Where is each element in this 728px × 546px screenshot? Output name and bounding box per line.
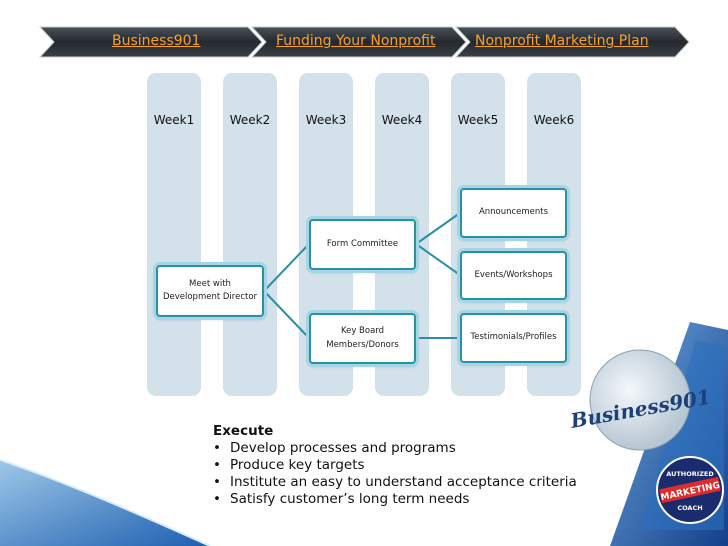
execute-item: Satisfy customer’s long term needs	[213, 491, 577, 508]
blue-swoosh-decoration	[0, 459, 210, 546]
box-form-committee: Form Committee	[309, 219, 416, 270]
execute-section: Execute Develop processes and programs P…	[213, 423, 577, 508]
breadcrumb-item-marketing-plan[interactable]: Nonprofit Marketing Plan	[475, 33, 649, 49]
execute-item: Institute an easy to understand acceptan…	[213, 474, 577, 491]
execute-item: Produce key targets	[213, 457, 577, 474]
execute-list: Develop processes and programs Produce k…	[213, 440, 577, 508]
connector-form-events	[415, 243, 461, 276]
execute-item: Develop processes and programs	[213, 440, 577, 457]
breadcrumb-segment-1	[38, 26, 263, 58]
breadcrumb: Business901 Funding Your Nonprofit Nonpr…	[0, 0, 728, 60]
business901-logo: Business901 AUTHORIZED MARKETING COACH	[568, 322, 728, 546]
connector-meet-form	[263, 243, 310, 292]
connector-meet-key	[263, 290, 310, 339]
breadcrumb-bar	[38, 26, 690, 58]
logo-globe	[589, 349, 691, 451]
execute-title: Execute	[213, 423, 274, 439]
box-events-workshops: Events/Workshops	[460, 251, 567, 300]
box-key-board: Key Board Members/Donors	[309, 313, 416, 364]
week-label-6: Week6	[533, 113, 575, 127]
svg-text:AUTHORIZED: AUTHORIZED	[666, 470, 714, 478]
week-column-1	[147, 73, 201, 396]
week-label-5: Week5	[457, 113, 499, 127]
box-meet-director: Meet with Development Director	[156, 265, 264, 317]
breadcrumb-item-business901[interactable]: Business901	[112, 33, 201, 49]
connector-form-announce	[415, 212, 461, 245]
week-label-3: Week3	[305, 113, 347, 127]
week-label-4: Week4	[381, 113, 423, 127]
week-label-1: Week1	[153, 113, 195, 127]
breadcrumb-segment-3	[454, 26, 690, 58]
week-label-2: Week2	[229, 113, 271, 127]
breadcrumb-segment-2	[250, 26, 467, 58]
breadcrumb-item-funding[interactable]: Funding Your Nonprofit	[276, 33, 436, 49]
week-column-2	[223, 73, 277, 396]
svg-text:COACH: COACH	[677, 504, 702, 512]
authorized-marketing-coach-badge: AUTHORIZED MARKETING COACH	[656, 456, 724, 524]
box-announcements: Announcements	[460, 188, 567, 238]
box-testimonials: Testimonials/Profiles	[460, 313, 567, 363]
